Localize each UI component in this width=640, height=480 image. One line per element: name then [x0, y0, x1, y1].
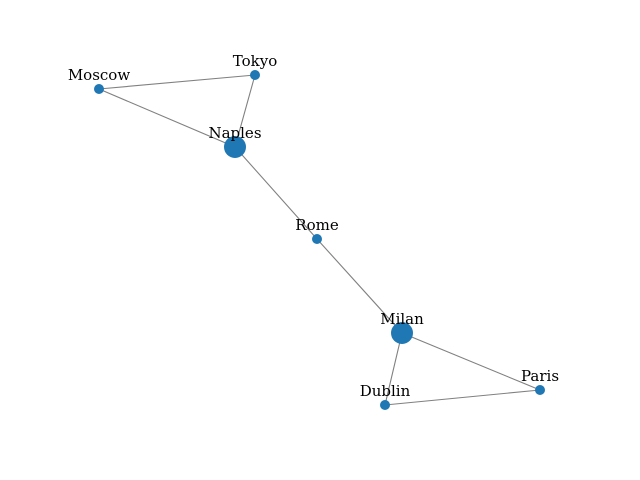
- edges-layer: [98, 74, 541, 406]
- edge-rome-milan: [316, 238, 403, 334]
- edge-moscow-tokyo: [98, 74, 256, 90]
- node-milan: [391, 322, 413, 344]
- edge-moscow-naples: [98, 88, 236, 148]
- node-moscow: [94, 84, 104, 94]
- node-label-moscow: Moscow: [68, 66, 131, 84]
- node-label-milan: Milan: [380, 310, 424, 328]
- node-label-tokyo: Tokyo: [233, 52, 277, 70]
- node-label-paris: Paris: [521, 367, 559, 385]
- edge-tokyo-naples: [234, 74, 256, 148]
- node-dublin: [380, 400, 390, 410]
- edge-milan-paris: [401, 332, 541, 391]
- node-tokyo: [250, 70, 260, 80]
- nodes-layer: [94, 70, 545, 410]
- node-rome: [312, 234, 322, 244]
- node-paris: [535, 385, 545, 395]
- edge-milan-dublin: [384, 332, 403, 406]
- edge-dublin-paris: [384, 389, 541, 406]
- node-label-dublin: Dublin: [360, 382, 411, 400]
- edge-naples-rome: [234, 146, 318, 240]
- node-label-rome: Rome: [295, 216, 339, 234]
- node-naples: [224, 136, 246, 158]
- node-label-naples: Naples: [208, 124, 261, 142]
